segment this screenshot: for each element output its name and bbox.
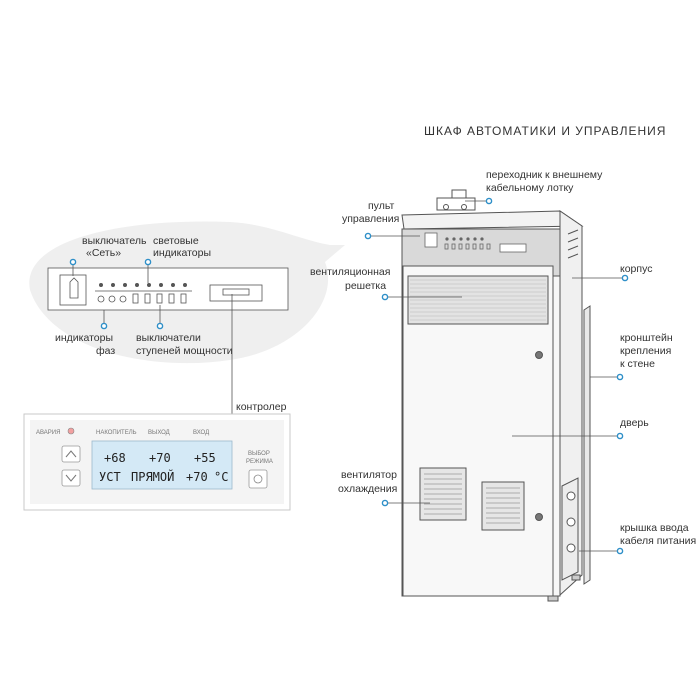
cooling-fan-left [419, 467, 467, 521]
mode-label-1: ВЫБОР [248, 451, 270, 457]
lcd-unit: °C [214, 470, 228, 484]
cooling-fan-right [481, 481, 525, 531]
col-input-label: ВХОД [193, 430, 209, 436]
callout-dots [364, 197, 629, 555]
cabinet [401, 189, 591, 602]
label-housing: корпус [620, 263, 652, 275]
label-fan-2: охлаждения [338, 483, 397, 495]
label-adapter-1: переходник к внешнему [486, 169, 603, 181]
door-lock-bottom [535, 513, 543, 521]
lcd-mode-value: ПРЯМОЙ [131, 469, 174, 484]
up-button[interactable] [61, 445, 81, 463]
label-bracket-2: крепления [620, 345, 671, 357]
label-stage-switches-2: ступеней мощности [136, 345, 233, 357]
mode-label-2: РЕЖИМА [246, 459, 273, 465]
lcd-storage-value: +68 [104, 451, 126, 465]
label-mains-switch-1: выключатель [82, 235, 147, 247]
label-bracket-1: кронштейн [620, 332, 673, 344]
alarm-led [67, 427, 75, 435]
label-phase-indicators-1: индикаторы [55, 332, 113, 344]
mode-select-button[interactable] [248, 469, 268, 489]
chevron-down-icon [65, 474, 77, 482]
label-fan-1: вентилятор [341, 469, 397, 481]
diagram-title: ШКАФ АВТОМАТИКИ И УПРАВЛЕНИЯ [424, 124, 666, 138]
label-light-indicators-1: световые [153, 235, 199, 247]
controller-panel: АВАРИЯ НАКОПИТЕЛЬ ВЫХОД ВХОД ВЫБОР РЕЖИМ… [23, 294, 291, 511]
lcd-input-value: +55 [194, 451, 216, 465]
label-controller: контролер [236, 401, 287, 413]
cable-entry-cover [561, 477, 579, 581]
label-grille-1: вентиляционная [310, 266, 390, 278]
lcd-mode-text: УСТ [99, 470, 121, 484]
lcd-setpoint: +70 [186, 470, 208, 484]
col-output-label: ВЫХОД [148, 430, 170, 436]
label-grille-2: решетка [345, 280, 386, 292]
label-mains-switch-2: «Сеть» [86, 247, 121, 259]
cabinet-panel-details [424, 232, 527, 253]
label-light-indicators-2: индикаторы [153, 247, 211, 259]
cable-adapter [436, 189, 476, 211]
label-panel-2: управления [342, 213, 399, 225]
chevron-up-icon [65, 450, 77, 458]
label-door: дверь [620, 417, 649, 429]
callout-leaders [368, 200, 625, 552]
label-cable-cover-2: кабеля питания [620, 535, 696, 547]
lcd-screen [91, 440, 233, 490]
wall-bracket [583, 305, 591, 585]
label-bracket-3: к стене [620, 358, 655, 370]
col-storage-label: НАКОПИТЕЛЬ [96, 430, 137, 436]
label-cable-cover-1: крышка ввода [620, 522, 689, 534]
label-stage-switches-1: выключатели [136, 332, 201, 344]
label-panel-1: пульт [368, 200, 394, 212]
door-lock-top [535, 351, 543, 359]
panel-zoom-bubble: выключатель «Сеть» световые индикаторы и… [29, 221, 346, 364]
label-adapter-2: кабельному лотку [486, 182, 574, 194]
alarm-label: АВАРИЯ [36, 430, 60, 436]
down-button[interactable] [61, 469, 81, 487]
lcd-output-value: +70 [149, 451, 171, 465]
label-phase-indicators-2: фаз [96, 345, 115, 357]
